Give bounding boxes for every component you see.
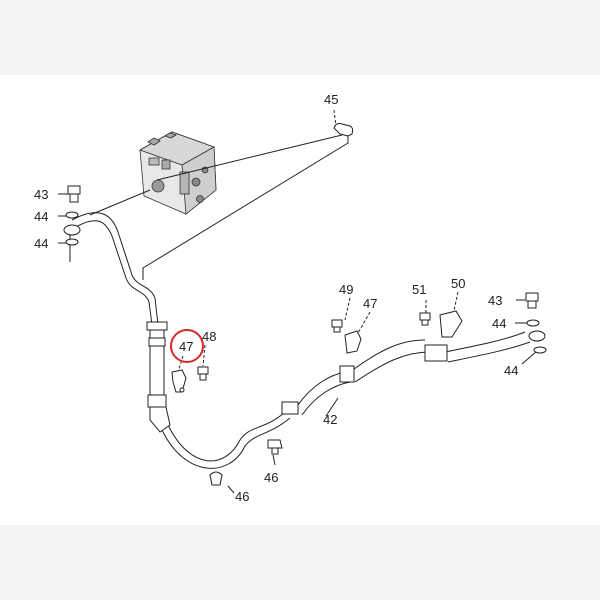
bracket-50 <box>424 310 463 362</box>
callout-47-right: 47 <box>363 296 377 311</box>
clamp-47-right <box>344 330 362 354</box>
highlight-circle-47 <box>170 329 204 363</box>
banjo-fitting-left <box>63 224 81 236</box>
bolt-51 <box>419 312 431 326</box>
bolt-49 <box>331 319 343 333</box>
clamp-46-lower <box>209 471 223 486</box>
callout-49: 49 <box>339 282 353 297</box>
clip-45 <box>333 123 354 137</box>
banjo-fitting-right <box>528 330 546 342</box>
fittings <box>63 123 547 486</box>
callout-44-upper-right: 44 <box>492 316 506 331</box>
brake-lines <box>58 109 538 494</box>
callout-44-lower-right: 44 <box>504 363 518 378</box>
abs-hydraulic-unit <box>139 131 217 215</box>
banjo-bolt-43-right <box>525 292 539 309</box>
callout-46-mid: 46 <box>264 470 278 485</box>
callout-labels: 45 43 44 44 47 48 49 47 51 50 43 44 44 4… <box>34 92 518 504</box>
callout-48: 48 <box>202 329 216 344</box>
banjo-bolt-43-left <box>67 185 81 203</box>
callout-47-left: 47 <box>179 339 193 354</box>
callout-43-right: 43 <box>488 293 502 308</box>
hose-fitting-bottom <box>147 394 167 408</box>
callout-51: 51 <box>412 282 426 297</box>
washer-44-upper-right <box>526 319 540 327</box>
washer-44-lower-left <box>65 238 79 246</box>
callout-50: 50 <box>451 276 465 291</box>
bolt-48 <box>197 366 209 381</box>
callout-43-left: 43 <box>34 187 48 202</box>
washer-44-lower-right <box>533 346 547 354</box>
callout-42: 42 <box>323 412 337 427</box>
clamp-47-left <box>171 369 187 393</box>
hose-joint-42 <box>281 401 299 415</box>
callout-44-lower-left: 44 <box>34 236 48 251</box>
diagram-panel <box>0 75 600 525</box>
callout-46-lower: 46 <box>235 489 249 504</box>
hose-fitting-top <box>146 321 168 331</box>
hose-joint-mid <box>339 365 355 383</box>
clamp-46-mid <box>267 439 283 455</box>
callout-44-upper-left: 44 <box>34 209 48 224</box>
washer-44-upper-left <box>65 211 79 219</box>
callout-45: 45 <box>324 92 338 107</box>
